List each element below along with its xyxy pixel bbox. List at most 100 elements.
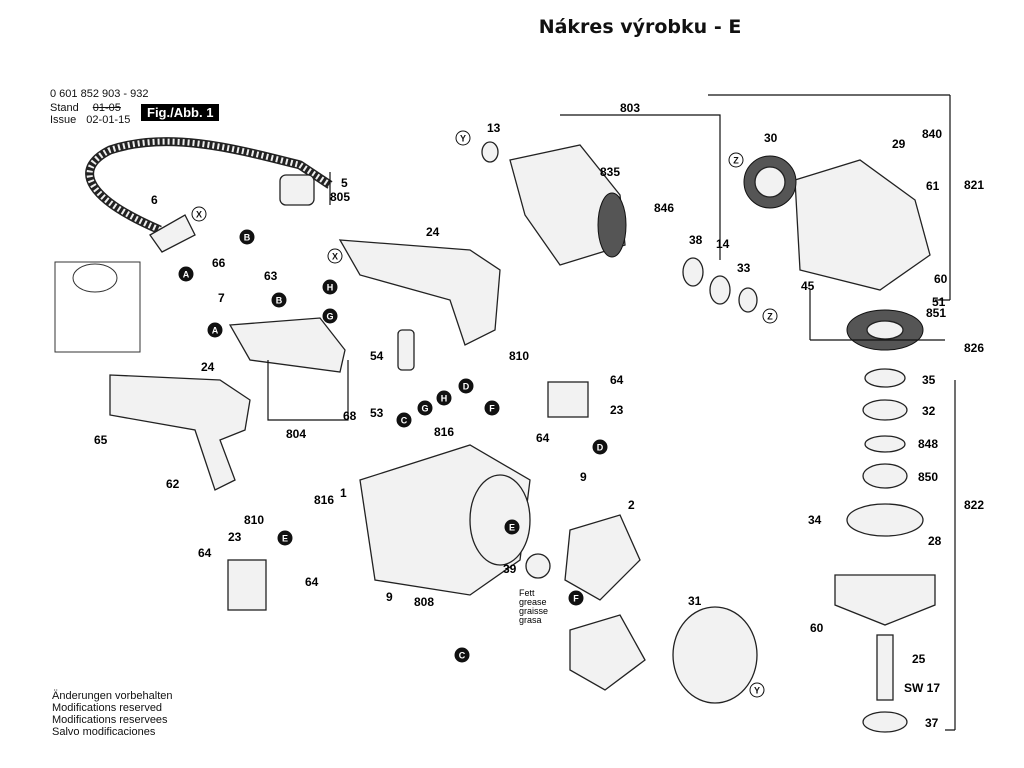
part-label: 810 [509, 349, 529, 363]
modification-notes: Änderungen vorbehalten Modifications res… [52, 690, 172, 738]
callout-circle [762, 308, 778, 324]
plug [279, 174, 315, 206]
schematic-motor [72, 263, 118, 293]
part-label: 835 [600, 165, 620, 179]
callout-circle [239, 229, 255, 245]
part-label: 53 [370, 406, 384, 420]
capacitor [397, 329, 415, 371]
part-label: 803 [620, 101, 640, 115]
part-number: 0 601 852 903 - 932 [50, 88, 149, 100]
part-label: 805 [330, 190, 350, 204]
strain-relief [149, 214, 196, 253]
callout-circle [417, 400, 433, 416]
flange-37 [862, 711, 908, 733]
grease-tube-39 [525, 553, 551, 579]
part-label: 6 [151, 193, 158, 207]
callout-circle [728, 152, 744, 168]
part-label: 25 [912, 652, 926, 666]
part-drawings [54, 94, 956, 733]
issue-date: 02-01-15 [86, 114, 131, 126]
callout-letter: B [244, 233, 251, 243]
callout-circle [277, 530, 293, 546]
callout-letter: G [421, 404, 428, 414]
callout-letter: E [282, 534, 288, 544]
callout-letter: X [332, 252, 338, 262]
callout-letter: C [459, 651, 466, 661]
callout-letter: Z [767, 312, 773, 322]
callout-circle [271, 292, 287, 308]
callout-letter: H [441, 394, 448, 404]
part-label: 64 [536, 431, 550, 445]
part-label: 851 [926, 306, 946, 320]
callout-circle [322, 279, 338, 295]
power-cord [86, 138, 332, 233]
part-label: 846 [654, 201, 674, 215]
callout-letter: Y [754, 686, 760, 696]
part-label: 848 [918, 437, 938, 451]
callout-circle [568, 590, 584, 606]
note-line: Modifications reservees [52, 714, 168, 726]
part-label: 816 [434, 425, 454, 439]
part-label: 51 [932, 295, 946, 309]
part-label: 1 [340, 486, 347, 500]
part-label: 63 [264, 269, 278, 283]
callout-letter: F [489, 404, 495, 414]
part-label: 45 [801, 279, 815, 293]
callout-circle [749, 682, 765, 698]
part-label: SW 17 [904, 681, 940, 695]
callout-circle [327, 248, 343, 264]
part-label: 28 [928, 534, 942, 548]
part-label: 14 [716, 237, 730, 251]
part-label: 808 [414, 595, 434, 609]
bearing-850 [862, 463, 908, 489]
part-label: 35 [922, 373, 936, 387]
field-coil-2 [564, 514, 641, 601]
part-label: 37 [925, 716, 939, 730]
part-label: 810 [244, 513, 264, 527]
part-label: 60 [810, 621, 824, 635]
part-label: 64 [610, 373, 624, 387]
fan-baffle-31 [672, 606, 758, 704]
callout-letter: E [509, 523, 515, 533]
callout-circle [322, 308, 338, 324]
callout-circle [504, 519, 520, 535]
part-label: 39 [503, 562, 517, 576]
note-line: Modifications reserved [52, 702, 163, 714]
guard-clamp-34 [846, 503, 924, 537]
part-label: 24 [201, 360, 215, 374]
bracket-line [708, 94, 956, 731]
note-line: Salvo modificaciones [52, 726, 156, 738]
callout-circle [436, 390, 452, 406]
ring-848 [864, 435, 906, 453]
part-label: 804 [286, 427, 306, 441]
brush-plate-23 [547, 381, 589, 418]
callout-letter: D [463, 382, 470, 392]
part-label: 13 [487, 121, 501, 135]
part-label: 29 [892, 137, 906, 151]
callout-circle [396, 412, 412, 428]
part-label: 62 [166, 477, 180, 491]
bracket-line [809, 290, 945, 341]
part-label: 7 [218, 291, 225, 305]
part-label: 5 [341, 176, 348, 190]
callout-circle [454, 647, 470, 663]
grease-note-line: grasa [519, 615, 542, 625]
part-label: 34 [808, 513, 822, 527]
callout-letter: D [597, 443, 604, 453]
callout-letter: H [327, 283, 334, 293]
switch-assembly [228, 317, 346, 373]
old-date: 01-05 [92, 102, 121, 114]
part-label: 64 [198, 546, 212, 560]
gear-housing [794, 159, 931, 291]
housing-opening [469, 474, 531, 566]
part-label: 9 [580, 470, 587, 484]
part-label: 54 [370, 349, 384, 363]
part-label: 9 [386, 590, 393, 604]
grease-note-line: graisse [519, 606, 548, 616]
part-label: 821 [964, 178, 984, 192]
bearing-13 [481, 141, 499, 163]
